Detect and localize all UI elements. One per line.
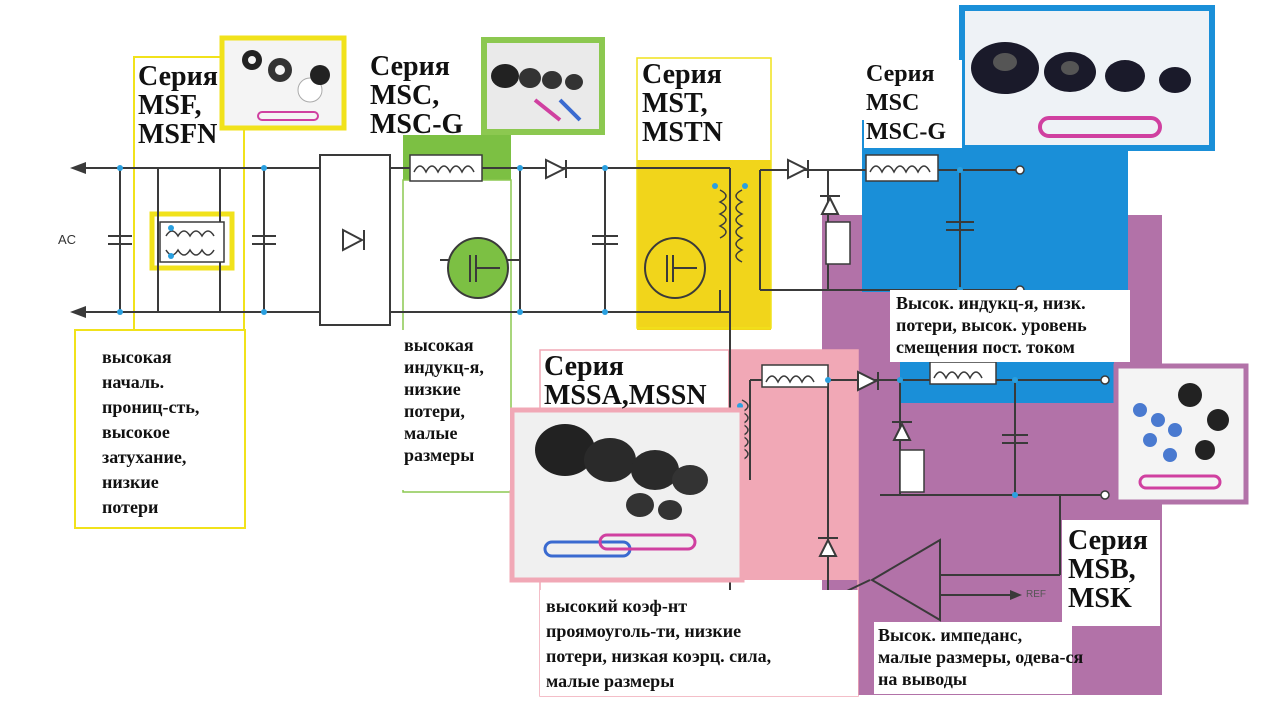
photo-msc-right — [959, 5, 1215, 151]
msf-desc-line: началь. — [102, 372, 165, 392]
msc-left-desc-line: индукц-я, — [404, 357, 484, 377]
mst-title: Серия MST, MSTN — [642, 60, 723, 147]
msb-title-line: Серия — [1068, 525, 1148, 556]
msc-left-desc-line: малые — [404, 423, 458, 443]
mosfet-symbols — [447, 237, 706, 299]
mst-title-line: Серия — [642, 59, 722, 90]
mssa-desc-line: потери, низкая коэрц. сила, — [546, 646, 772, 666]
mssa-desc-bg — [540, 590, 858, 696]
msb-title-bg — [1062, 520, 1160, 626]
msb-desc-line: на выводы — [878, 669, 967, 689]
msb-desc-line: малые размеры, одева-ся — [878, 647, 1084, 667]
msf-title: Серия MSF, MSFN — [138, 62, 218, 149]
photo-mssa — [509, 407, 745, 583]
yellow-transformer-box — [149, 211, 235, 271]
msb-desc-bg — [874, 622, 1072, 694]
msb-title: Серия MSB, MSK — [1068, 526, 1148, 613]
msc-left-desc-line: потери, — [404, 401, 465, 421]
mssa-title-line: MSSA,MSSN — [544, 380, 707, 411]
msc-right-title: Серия MSC MSC-G — [866, 60, 946, 147]
opamp-symbol — [870, 538, 1022, 622]
msb-desc-line: Высок. импеданс, — [878, 625, 1023, 645]
msc-left-title-line: Серия — [370, 51, 450, 82]
msc-left-desc-line: высокая — [404, 335, 474, 355]
msc-left-description: высокая индукц-я, низкие потери, малые р… — [404, 334, 484, 466]
arrow-top-left — [70, 162, 86, 174]
mssa-desc-line: малые размеры — [546, 671, 675, 691]
msf-title-line: Серия — [138, 61, 218, 92]
msc-right-desc-line: смещения пост. током — [896, 337, 1075, 357]
mst-title-line: MSTN — [642, 117, 723, 148]
msf-desc-line: потери — [102, 497, 159, 517]
msc-right-desc-line: Высок. индукц-я, низк. — [896, 293, 1086, 313]
msf-desc-line: высокое — [102, 422, 170, 442]
msf-desc-frame — [74, 329, 246, 529]
msc-left-title-line: MSC, — [370, 80, 440, 111]
photo-msf — [219, 35, 347, 131]
msb-title-line: MSB, — [1068, 554, 1136, 585]
msc-right-title-line: MSC — [866, 90, 920, 116]
arrow-bottom-left — [70, 306, 86, 318]
mst-frame — [636, 57, 772, 329]
msc-right-description: Высок. индукц-я, низк. потери, высок. ур… — [896, 292, 1087, 358]
msc-right-title-line: Серия — [866, 61, 935, 87]
diode-symbols — [342, 158, 912, 557]
mssa-desc-line: проямоуголь-ти, низкие — [546, 621, 742, 641]
photo-msb — [1113, 363, 1249, 505]
ac-label: AC — [58, 232, 77, 247]
msc-left-desc-line: низкие — [404, 379, 461, 399]
msc-left-title-line: MSC-G — [370, 109, 464, 140]
msc-left-title: Серия MSC, MSC-G — [370, 52, 463, 139]
msc-right-desc-line: потери, высок. уровень — [896, 315, 1087, 335]
msf-desc-line: низкие — [102, 472, 159, 492]
msb-title-line: MSK — [1068, 583, 1132, 614]
mssa-description: высокий коэф-нт проямоуголь-ти, низкие п… — [546, 594, 771, 694]
msf-description: высокая началь. прониц-сть, высокое зату… — [102, 345, 199, 520]
msb-description: Высок. импеданс, малые размеры, одева-ся… — [878, 624, 1083, 690]
ref-label: REF — [1026, 589, 1046, 600]
zener-symbols — [825, 221, 925, 493]
mssa-title-line: Серия — [544, 351, 624, 382]
mst-title-line: MST, — [642, 88, 708, 119]
photo-msc-left — [481, 37, 605, 135]
msc-right-title-line: MSC-G — [866, 119, 946, 145]
msc-left-desc-line: размеры — [404, 445, 475, 465]
capacitor-symbols — [108, 221, 1028, 444]
msc-right-title-bg — [864, 60, 962, 148]
msf-title-line: MSF, — [138, 90, 202, 121]
msf-desc-line: затухание, — [102, 447, 187, 467]
msf-desc-line: прониц-сть, — [102, 397, 200, 417]
msf-desc-line: высокая — [102, 347, 172, 367]
msf-title-line: MSFN — [138, 119, 218, 150]
msc-right-desc-bg — [890, 290, 1130, 362]
msc-left-desc-bg — [400, 330, 510, 490]
mssa-title: Серия MSSA,MSSN — [544, 352, 707, 410]
mssa-desc-line: высокий коэф-нт — [546, 596, 688, 616]
inductor-symbols — [159, 154, 997, 461]
